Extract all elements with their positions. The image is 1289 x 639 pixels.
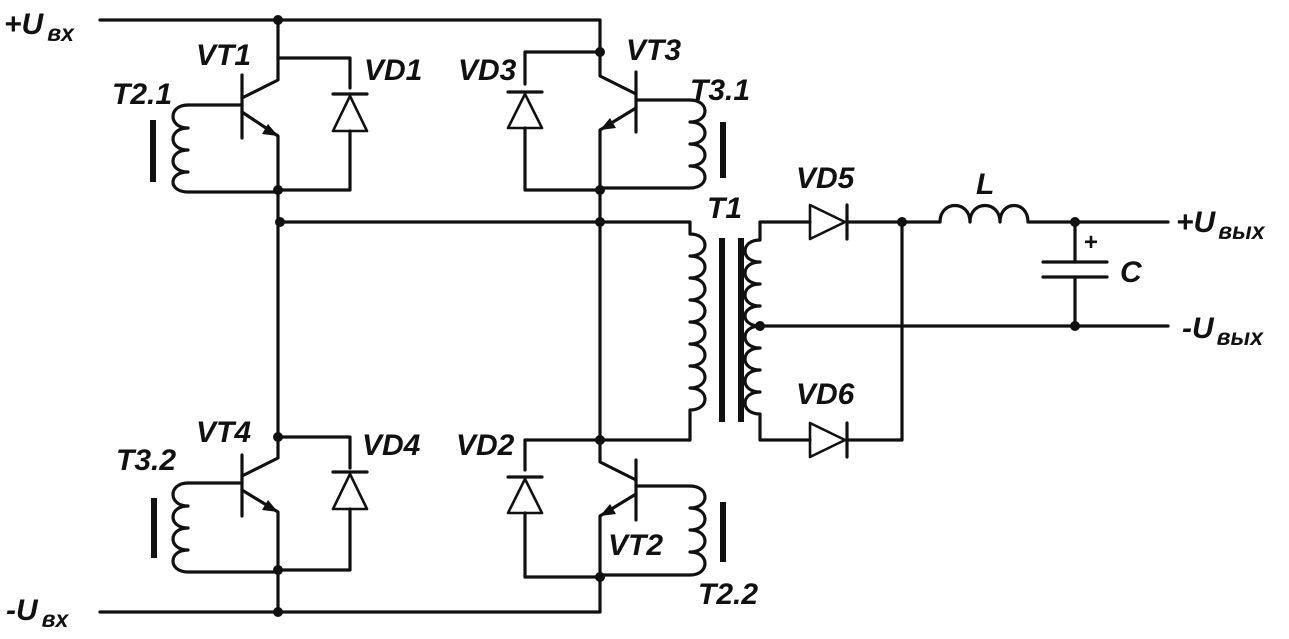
capacitor-c (1041, 217, 1109, 331)
left-leg (150, 18, 602, 614)
transistor-vt2 (523, 438, 692, 579)
drive-transformer-t2-2 (598, 484, 726, 577)
vd5-label: VD5 (796, 162, 856, 195)
emitter-arrow (262, 500, 278, 512)
positive-input-rail (98, 18, 602, 54)
drive-transformer-t3-2 (151, 481, 280, 574)
inductor-label: L (976, 168, 994, 201)
t2-1-label: T2.1 (112, 78, 172, 111)
vd2-label: VD2 (456, 429, 515, 462)
diode-vd4 (273, 470, 369, 614)
transistor-vt1 (186, 18, 352, 192)
diode-vd2 (506, 475, 605, 582)
diode-vd1 (273, 92, 369, 195)
emitter-arrow (600, 504, 616, 516)
vt1-label: VT1 (196, 39, 251, 72)
vt4-label: VT4 (196, 416, 251, 449)
t3-2-label: T3.2 (116, 444, 176, 477)
transistor-vt4 (186, 432, 352, 572)
vd4-label: VD4 (362, 429, 421, 462)
t1-label: T1 (707, 192, 742, 225)
vt3-label: VT3 (626, 34, 681, 67)
vd3-label: VD3 (458, 54, 517, 87)
diode-vd6 (808, 217, 907, 459)
emitter-arrow (600, 118, 616, 130)
vt2-label: VT2 (608, 529, 663, 562)
diode-vd5 (808, 203, 942, 241)
main-transformer-t1 (598, 220, 812, 442)
right-leg (506, 47, 726, 582)
vd1-label: VD1 (364, 54, 422, 87)
drive-transformer-t3-1 (598, 98, 726, 190)
capacitor-polarity-label: + (1084, 229, 1098, 256)
drive-transformer-t2-1 (150, 103, 280, 194)
t2-2-label: T2.2 (698, 578, 758, 611)
t1-primary-winding (598, 220, 707, 442)
diode-vd3 (506, 90, 605, 195)
emitter-arrow (262, 124, 278, 136)
t3-1-label: T3.1 (690, 74, 750, 107)
output-stage (758, 203, 1170, 459)
inductor-l (938, 204, 1170, 224)
negative-input-rail (98, 575, 602, 614)
vd6-label: VD6 (796, 378, 855, 411)
transistor-vt3 (523, 47, 692, 192)
capacitor-label: C (1120, 256, 1143, 289)
